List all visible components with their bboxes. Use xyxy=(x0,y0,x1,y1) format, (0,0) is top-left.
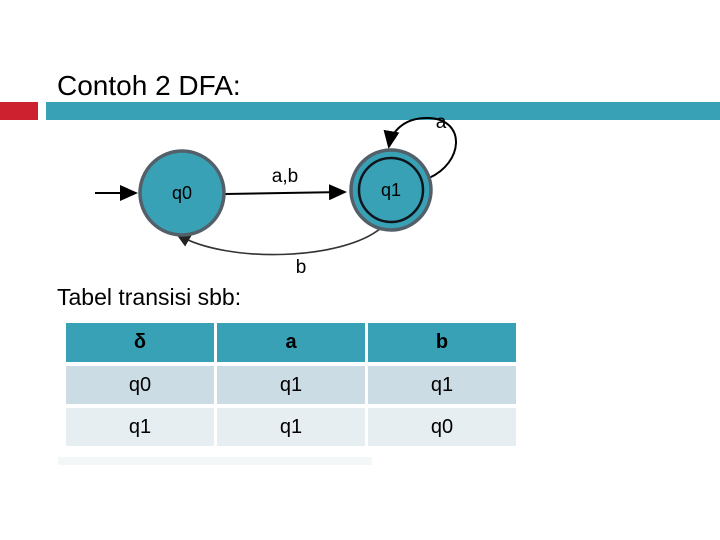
edge-q0-q1 xyxy=(224,184,347,201)
accent-teal-bar xyxy=(46,102,720,120)
table-header-b: b xyxy=(368,323,516,362)
edge-q1-self xyxy=(383,116,457,179)
page-title: Contoh 2 DFA: xyxy=(57,70,241,101)
transition-table: δ a b q0 q1 q1 q1 q1 q0 xyxy=(66,323,516,446)
table-cell-row1-state: q1 xyxy=(66,408,214,446)
edge-label-q0-q1: a,b xyxy=(272,166,298,187)
state-q0 xyxy=(138,149,226,237)
table-header-a: a xyxy=(217,323,365,362)
state-q0-label: q0 xyxy=(172,183,192,203)
table-cell-row0-b: q1 xyxy=(368,366,516,404)
state-q1-label: q1 xyxy=(381,180,401,200)
edge-label-q1-self: a xyxy=(436,112,447,133)
table-cell-row0-a: q1 xyxy=(217,366,365,404)
accent-red-block xyxy=(0,102,38,120)
table-caption: Tabel transisi sbb: xyxy=(57,284,242,310)
edge-label-q1-q0: b xyxy=(296,257,307,278)
table-header-delta: δ xyxy=(66,323,214,362)
table-cell-row1-a: q1 xyxy=(217,408,365,446)
table-shadow-strip xyxy=(58,457,372,465)
dfa-state-diagram: a,b a b q0 q1 xyxy=(95,112,457,278)
table-cell-row1-b: q0 xyxy=(368,408,516,446)
state-q1 xyxy=(349,148,433,232)
state-q1-inner-ring xyxy=(357,156,425,224)
table-cell-row0-state: q0 xyxy=(66,366,214,404)
edge-q1-q0 xyxy=(175,227,382,256)
